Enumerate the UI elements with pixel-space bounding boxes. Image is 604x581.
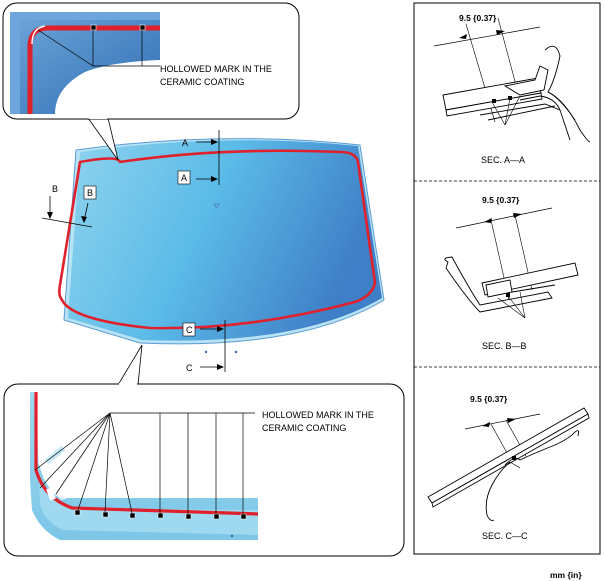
section-b-dimension: 9.5 {0.37} — [482, 195, 520, 205]
section-b-caption: SEC. B—B — [482, 341, 527, 351]
section-mark-a-top: A — [182, 138, 188, 148]
section-b-cut: B B — [41, 184, 97, 228]
section-b-b: 9.5 {0.37} SEC. B—B — [444, 195, 579, 351]
top-detail-callout: HOLLOWED MARK IN THE CERAMIC COATING — [2, 2, 300, 161]
bottom-detail-callout: HOLLOWED MARK IN THE CERAMIC COATING — [3, 344, 405, 557]
section-panel: 9.5 {0.37} SEC. A—A 9.5 {0.37} — [413, 2, 601, 555]
section-a-a: 9.5 {0.37} SEC. A—A — [433, 13, 591, 165]
section-c-c: 9.5 {0.37} SEC. C—C — [427, 394, 590, 541]
section-a-dimension: 9.5 {0.37} — [459, 13, 497, 23]
windshield-main — [58, 138, 385, 354]
section-a-caption: SEC. A—A — [481, 155, 525, 165]
section-mark-c-top: C — [186, 325, 193, 335]
section-mark-b-right: B — [87, 188, 93, 198]
section-c-caption: SEC. C—C — [482, 531, 528, 541]
section-mark-a-bottom: A — [181, 173, 187, 183]
section-c-cut: C C — [182, 320, 226, 373]
section-a-cut: A A — [177, 130, 220, 185]
bottom-callout-note-line2: CERAMIC COATING — [262, 423, 346, 433]
unit-label: mm {in} — [550, 570, 582, 580]
section-mark-c-bottom: C — [186, 363, 193, 373]
top-callout-note-line1: HOLLOWED MARK IN THE — [160, 64, 272, 74]
bottom-callout-note-line1: HOLLOWED MARK IN THE — [262, 410, 374, 420]
top-callout-note-line2: CERAMIC COATING — [160, 77, 244, 87]
section-mark-b-left: B — [52, 184, 58, 194]
section-c-dimension: 9.5 {0.37} — [470, 394, 508, 404]
